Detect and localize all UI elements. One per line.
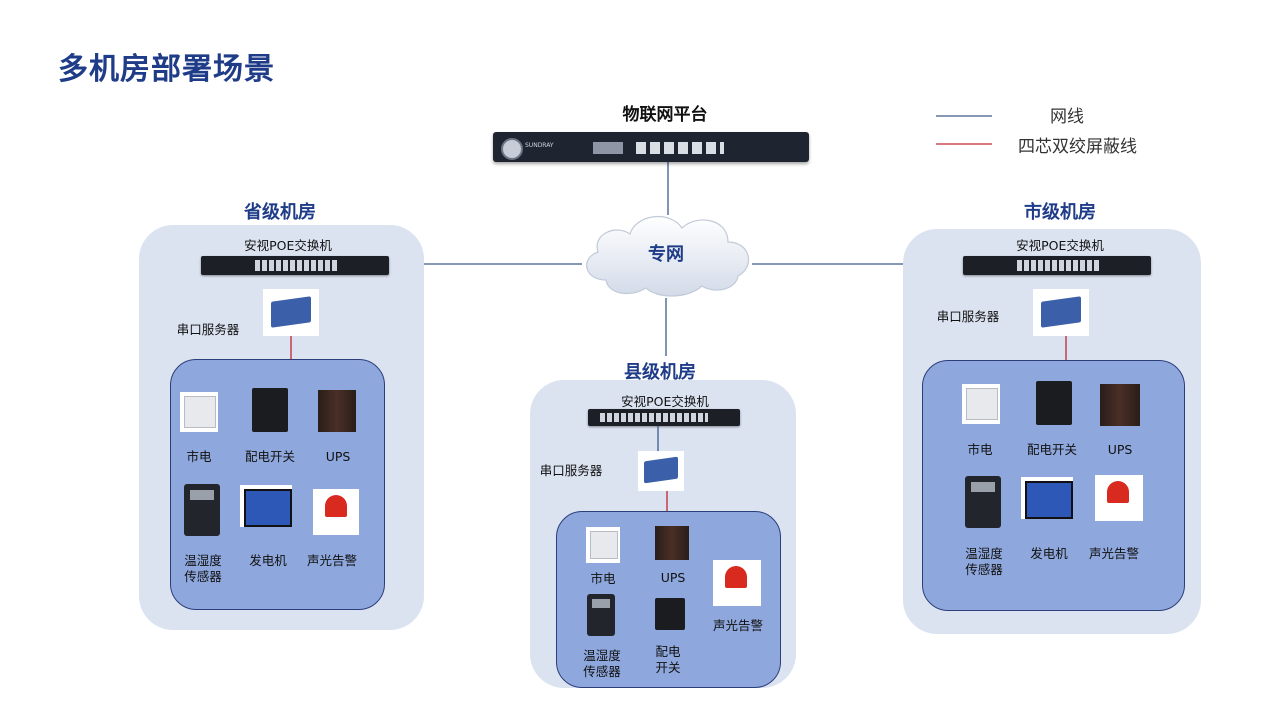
county-meter-device	[586, 527, 620, 563]
city-device-label: 声光告警	[1088, 546, 1139, 561]
cloud-label: 专网	[648, 244, 684, 265]
platform-server: SUNDRAY	[493, 132, 809, 162]
alarm-light-device	[1095, 475, 1143, 521]
switch-ports-icon	[600, 413, 708, 422]
city-device-label: 温湿度 传感器	[965, 546, 1003, 577]
ethernet-ports-icon	[636, 142, 724, 154]
city-switch-label: 安视POE交换机	[1016, 238, 1104, 253]
city-device-label: UPS	[1107, 442, 1133, 457]
province-room-title: 省级机房	[244, 202, 316, 223]
serial-server-icon	[644, 456, 678, 484]
city-room-title: 市级机房	[1024, 202, 1096, 223]
province-switch-label: 安视POE交换机	[244, 238, 332, 253]
ups-cabinet-icon	[318, 390, 356, 432]
ups-cabinet-icon	[655, 526, 689, 560]
legend-shielded-label: 四芯双绞屏蔽线	[1018, 137, 1137, 157]
platform-label: 物联网平台	[622, 105, 708, 125]
province-device-label: 声光告警	[306, 553, 357, 568]
city-meter-device	[962, 384, 1000, 424]
county-room-title: 县级机房	[624, 362, 696, 383]
alarm-light-device	[713, 560, 761, 606]
province-device-label: 配电开关	[244, 449, 295, 464]
temperature-humidity-sensor-icon	[587, 594, 615, 636]
temperature-humidity-sensor-icon	[965, 476, 1001, 528]
temperature-humidity-sensor-icon	[184, 484, 220, 536]
province-serial-server	[263, 289, 319, 336]
province-device-label: 发电机	[249, 553, 287, 568]
city-poe-switch	[963, 256, 1151, 275]
alarm-light-icon	[725, 566, 747, 588]
sensor-display-icon	[190, 490, 214, 500]
county-serial-label: 串口服务器	[539, 463, 603, 478]
electric-meter-icon	[184, 396, 216, 428]
city-device-label: 市电	[967, 442, 993, 457]
province-meter-device	[180, 392, 218, 432]
private-network-cloud	[586, 215, 750, 297]
county-switch-to-serial-line	[657, 426, 659, 452]
province-device-label: UPS	[325, 449, 351, 464]
generator-body-icon	[1025, 481, 1073, 519]
power-distribution-icon	[252, 388, 288, 432]
serial-server-icon	[271, 296, 311, 328]
electric-meter-icon	[966, 388, 998, 420]
county-device-label: 配电 开关	[655, 644, 681, 675]
province-shielded-wire	[290, 336, 292, 360]
page-title: 多机房部署场景	[58, 52, 275, 87]
alarm-light-icon	[1107, 481, 1129, 503]
serial-server-icon	[1041, 296, 1081, 328]
sensor-display-icon	[592, 599, 610, 608]
generator-icon	[240, 485, 292, 527]
sensor-display-icon	[971, 482, 995, 492]
city-device-label: 发电机	[1030, 546, 1068, 561]
legend-network-label: 网线	[1050, 107, 1084, 127]
province-device-label: 温湿度 传感器	[184, 553, 222, 584]
power-distribution-icon	[1036, 381, 1072, 425]
alarm-light-icon	[325, 495, 347, 517]
city-shielded-wire	[1065, 336, 1067, 361]
county-poe-switch	[588, 409, 740, 426]
electric-meter-icon	[590, 531, 618, 559]
power-knob-icon	[501, 138, 523, 160]
brand-label: SUNDRAY	[525, 142, 554, 149]
county-switch-label: 安视POE交换机	[621, 394, 709, 409]
generator-icon	[1021, 477, 1073, 519]
switch-ports-icon	[255, 260, 337, 271]
province-poe-switch	[201, 256, 389, 275]
county-device-label: 市电	[590, 571, 616, 586]
county-device-label: 声光告警	[712, 618, 763, 633]
generator-body-icon	[244, 489, 292, 527]
ups-cabinet-icon	[1100, 384, 1140, 426]
province-device-label: 市电	[186, 449, 212, 464]
county-device-label: UPS	[660, 570, 686, 585]
city-device-label: 配电开关	[1026, 442, 1077, 457]
city-serial-server	[1033, 289, 1089, 336]
county-device-label: 温湿度 传感器	[583, 648, 621, 679]
usb-ports-icon	[593, 142, 623, 154]
province-serial-label: 串口服务器	[176, 322, 240, 337]
alarm-light-device	[313, 489, 359, 535]
county-shielded-wire	[666, 491, 668, 512]
power-distribution-icon	[655, 598, 685, 630]
switch-ports-icon	[1017, 260, 1099, 271]
city-serial-label: 串口服务器	[936, 309, 1000, 324]
county-serial-server	[638, 451, 684, 491]
